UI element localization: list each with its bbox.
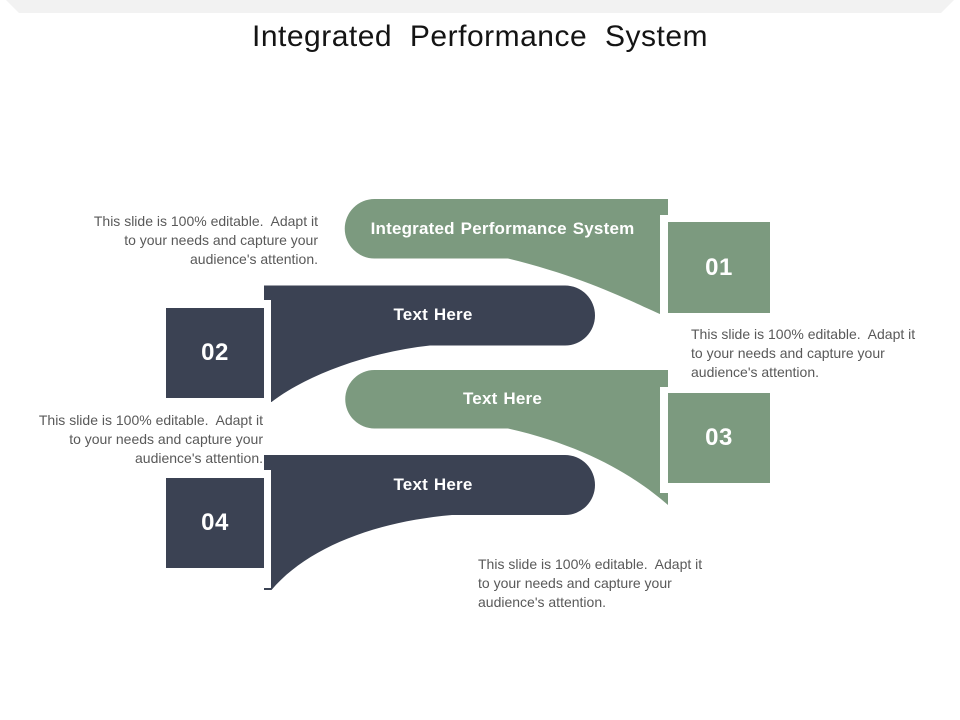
number-box-02: 02 xyxy=(166,308,264,398)
gap-strip-2 xyxy=(263,300,271,403)
number-box-04-text: 04 xyxy=(201,509,229,536)
gap-strip-3 xyxy=(660,387,668,493)
banner-3-label: Text Here xyxy=(462,389,543,408)
caption-bottom-center: This slide is 100% editable. Adapt it to… xyxy=(478,556,703,610)
number-box-04: 04 xyxy=(166,478,264,568)
number-box-02-text: 02 xyxy=(201,339,229,366)
banner-2-label: Text Here xyxy=(393,305,473,324)
caption-left-middle: This slide is 100% editable. Adapt it to… xyxy=(38,412,263,466)
banner-1-label: Integrated Performance System xyxy=(370,218,635,238)
ribbon-shape-4 xyxy=(264,455,595,590)
number-box-03: 03 xyxy=(668,393,770,483)
ribbon-shape-2 xyxy=(264,285,595,402)
number-box-01: 01 xyxy=(668,222,770,313)
ribbon-shape-1 xyxy=(344,199,668,318)
number-box-03-text: 03 xyxy=(705,424,733,451)
caption-top-left: This slide is 100% editable. Adapt it to… xyxy=(93,213,318,267)
caption-right-middle: This slide is 100% editable. Adapt it to… xyxy=(691,326,916,380)
gap-strip-1 xyxy=(660,215,668,320)
banner-4-label: Text Here xyxy=(393,475,473,494)
slide-title: Integrated Performance System xyxy=(251,20,709,53)
number-box-01-text: 01 xyxy=(705,253,733,281)
gap-strip-4 xyxy=(263,470,271,588)
ribbon-shape-3 xyxy=(345,370,668,505)
top-decor-strip xyxy=(6,0,954,13)
